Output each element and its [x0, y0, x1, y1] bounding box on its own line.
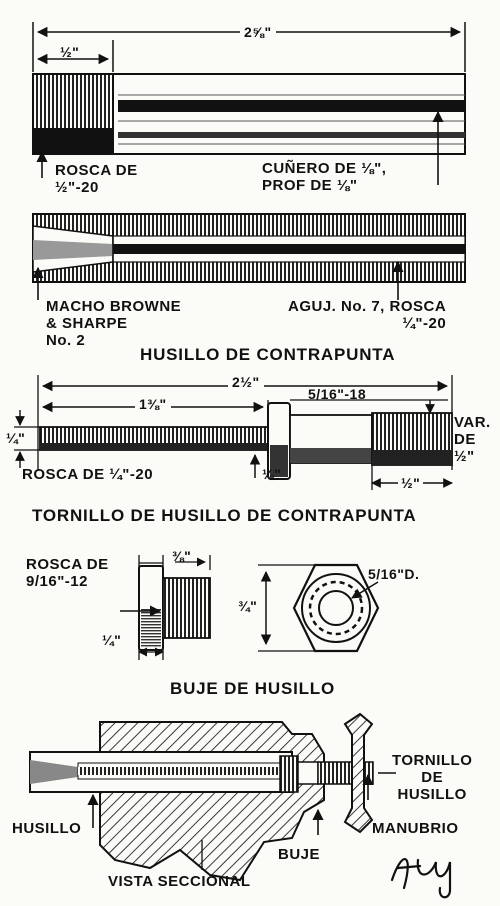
- bushing-end-view: [258, 563, 380, 653]
- section-bushing: [279, 755, 299, 793]
- screw-overall-dimension: 2½": [228, 374, 264, 391]
- bushing-width-dimension: ⅜": [172, 548, 192, 564]
- sectional-assembly-view: [29, 712, 396, 882]
- bushing-thread-label: ROSCA DE 9/16"-12: [26, 556, 109, 590]
- handle-wheel: [343, 712, 374, 834]
- bushing-bore: [318, 590, 354, 626]
- screw-thread-dimension: 5/16"-18: [308, 386, 367, 402]
- screw-title: TORNILLO DE HUSILLO DE CONTRAPUNTA: [32, 506, 417, 525]
- bushing-thread: [162, 577, 211, 639]
- bushing-height-dimension: ¾": [238, 598, 258, 614]
- screw-collar-dimension: ⅛": [262, 466, 282, 482]
- spindle-taper-label: MACHO BROWNE & SHARPE No. 2: [46, 298, 182, 349]
- section-bushing-label: BUJE: [278, 846, 321, 863]
- spindle-half-dimension: ½": [60, 44, 80, 60]
- spindle-overall-dimension: 2⅝": [240, 24, 276, 41]
- section-title: VISTA SECCIONAL: [108, 873, 251, 890]
- spindle-hole-label: AGUJ. No. 7, ROSCA ¼"-20: [288, 298, 447, 332]
- spindle-title: HUSILLO DE CONTRAPUNTA: [140, 345, 396, 364]
- screw-variable-label: VAR. DE ½": [454, 414, 491, 465]
- bushing-side-view: [120, 555, 211, 660]
- spindle-section-view: [32, 213, 466, 300]
- spindle-keyway-label: CUÑERO DE ⅛", PROF DE ⅛": [262, 160, 387, 194]
- section-handle-label: MANUBRIO: [372, 820, 459, 837]
- artist-signature: [390, 858, 452, 899]
- section-screw-label: TORNILLO DE HUSILLO: [392, 752, 473, 803]
- screw-thread-label: ROSCA DE ¼"-20: [22, 466, 154, 483]
- spindle-thread-label: ROSCA DE ½"-20: [55, 162, 138, 196]
- screw-end-dimension: ½": [398, 475, 424, 492]
- keyway: [118, 100, 465, 112]
- section-spindle-label: HUSILLO: [12, 820, 82, 837]
- spindle-body: [112, 73, 466, 155]
- screw-diameter-dimension: ¼": [6, 430, 26, 446]
- bushing-hole-dimension: 5/16"D.: [368, 566, 420, 582]
- spindle-screw-view: [14, 375, 453, 490]
- bushing-head-dimension: ¼": [102, 632, 122, 648]
- spindle-top-view: [32, 22, 466, 185]
- screw-shaft-dimension: 1⅜": [135, 396, 171, 413]
- bushing-title: BUJE DE HUSILLO: [170, 679, 336, 698]
